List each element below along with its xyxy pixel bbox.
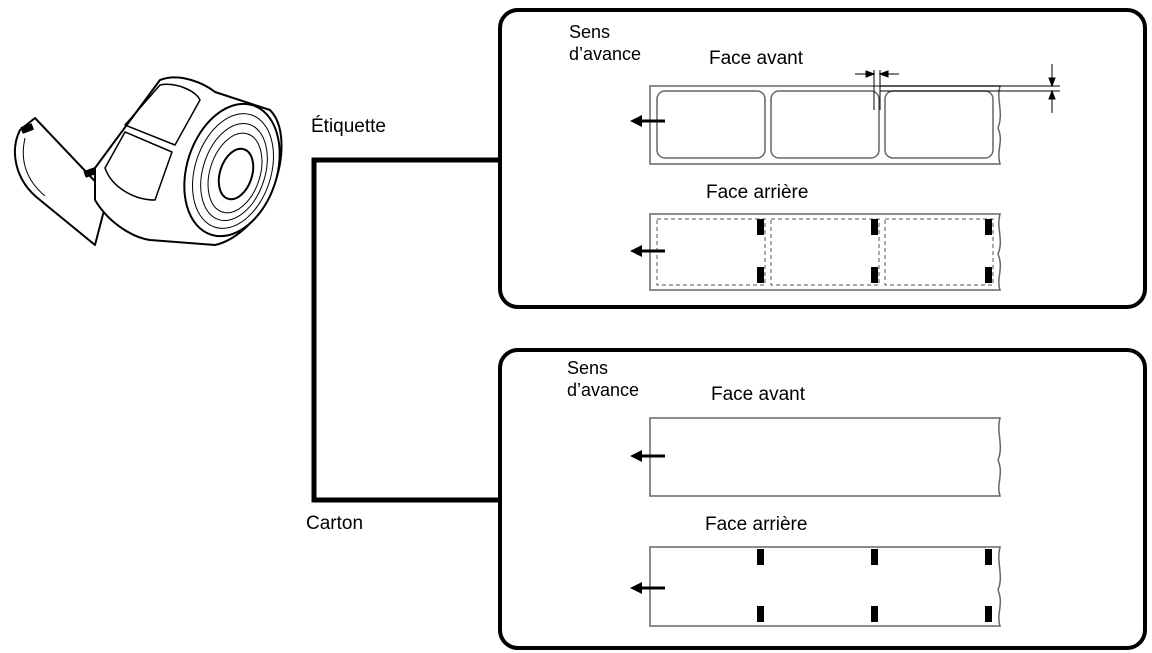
roll-label-front [104, 131, 173, 201]
black-mark [757, 549, 764, 565]
black-mark [985, 219, 992, 235]
card-front-title: Face avant [711, 384, 805, 405]
branch-connector [311, 157, 500, 503]
black-mark [871, 606, 878, 622]
left-arrow-icon [630, 450, 665, 462]
roll-strip-mark [20, 123, 34, 134]
front-label [656, 90, 766, 159]
left-arrow-icon [630, 245, 665, 257]
roll-ring [200, 122, 268, 222]
roll-strip-inner [22, 137, 46, 197]
roll-core [217, 147, 255, 201]
left-arrow-icon [630, 582, 665, 594]
roll-ring [207, 132, 263, 214]
card-feed-direction-line2: d’avance [567, 380, 640, 400]
label-feed-direction-line1: Sens [569, 22, 611, 42]
card-back-title: Face arrière [705, 514, 808, 535]
label-feed-direction-line2: d’avance [569, 44, 642, 64]
card-back-strip [649, 546, 1002, 627]
gap-width-marker [855, 70, 899, 110]
roll-loose-strip [13, 117, 109, 246]
back-label-outline [884, 218, 994, 286]
black-mark [871, 267, 878, 283]
black-mark [871, 549, 878, 565]
label-branch-name: Étiquette [311, 116, 386, 137]
front-label [770, 90, 880, 159]
black-mark [871, 219, 878, 235]
black-mark [985, 606, 992, 622]
margin-height-marker [880, 64, 1060, 113]
black-mark [985, 267, 992, 283]
card-feed-direction-line1: Sens [567, 358, 609, 378]
back-label-outline [770, 218, 880, 286]
label-roll-illustration [13, 76, 283, 246]
label-front-strip [649, 85, 1002, 165]
black-mark [985, 549, 992, 565]
card-front-strip [649, 417, 1002, 497]
roll-ring [192, 113, 274, 229]
card-branch-name: Carton [306, 513, 364, 534]
black-mark [757, 267, 764, 283]
label-back-title: Face arrière [706, 182, 809, 203]
left-arrow-icon [630, 115, 665, 127]
black-mark [757, 219, 764, 235]
black-mark [757, 606, 764, 622]
label-back-strip [649, 213, 1002, 291]
label-front-title: Face avant [709, 48, 803, 69]
roll-label-top [124, 83, 201, 146]
